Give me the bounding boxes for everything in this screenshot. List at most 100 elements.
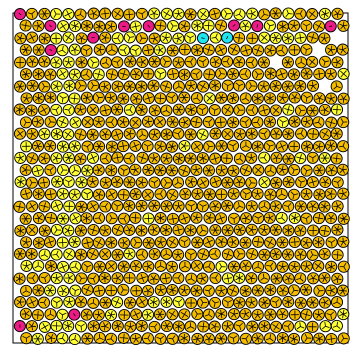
- gold-particle: [143, 93, 154, 104]
- yellow-particle: [198, 9, 209, 20]
- gold-particle: [179, 333, 190, 344]
- gold-particle: [130, 117, 141, 128]
- gold-particle: [154, 116, 165, 127]
- gold-particle: [216, 92, 227, 103]
- gold-particle: [338, 213, 349, 224]
- gold-particle: [222, 56, 233, 67]
- gold-particle: [45, 116, 56, 127]
- gold-particle: [15, 57, 26, 68]
- gold-particle: [180, 188, 191, 199]
- gold-particle: [209, 248, 220, 259]
- gold-particle: [314, 165, 325, 176]
- gold-particle: [222, 249, 233, 260]
- yellow-particle: [63, 9, 74, 20]
- yellow-particle: [88, 57, 99, 68]
- gold-particle: [136, 200, 147, 211]
- gold-particle: [106, 333, 117, 344]
- gold-particle: [319, 33, 330, 44]
- gold-particle: [81, 92, 92, 103]
- gold-particle: [167, 45, 178, 56]
- gold-particle: [160, 273, 171, 284]
- gold-particle: [87, 176, 98, 187]
- gold-particle: [155, 237, 166, 248]
- yellow-particle: [204, 93, 215, 104]
- gold-particle: [197, 273, 208, 284]
- gold-particle: [326, 117, 337, 128]
- yellow-particle: [64, 80, 75, 91]
- yellow-particle: [51, 200, 62, 211]
- gold-particle: [204, 212, 215, 223]
- gold-particle: [155, 165, 166, 176]
- magenta-particle: [45, 45, 56, 56]
- yellow-particle: [130, 45, 141, 56]
- gold-particle: [296, 128, 307, 139]
- gold-particle: [124, 177, 135, 188]
- yellow-particle: [51, 81, 62, 92]
- yellow-particle: [155, 68, 166, 79]
- gold-particle: [301, 284, 312, 295]
- gold-particle: [26, 177, 37, 188]
- gold-particle: [277, 164, 288, 175]
- gold-particle: [271, 273, 282, 284]
- gold-particle: [289, 116, 300, 127]
- gold-particle: [259, 297, 270, 308]
- gold-particle: [136, 33, 147, 44]
- gold-particle: [338, 93, 349, 104]
- gold-particle: [271, 177, 282, 188]
- gold-particle: [173, 128, 184, 139]
- gold-particle: [100, 105, 111, 116]
- gold-particle: [288, 333, 299, 344]
- gold-particle: [32, 309, 43, 320]
- gold-particle: [26, 248, 37, 259]
- gold-particle: [240, 260, 251, 271]
- gold-particle: [124, 224, 135, 235]
- gold-particle: [179, 309, 190, 320]
- yellow-particle: [64, 296, 75, 307]
- gold-particle: [234, 201, 245, 212]
- gold-particle: [143, 164, 154, 175]
- gold-particle: [216, 189, 227, 200]
- gold-particle: [149, 248, 160, 259]
- gold-particle: [240, 117, 251, 128]
- gold-particle: [39, 201, 50, 212]
- gold-particle: [210, 225, 221, 236]
- gold-particle: [136, 177, 147, 188]
- gold-particle: [179, 236, 190, 247]
- gold-particle: [173, 153, 184, 164]
- gold-particle: [319, 272, 330, 283]
- gold-particle: [191, 164, 202, 175]
- gold-particle: [143, 285, 154, 296]
- yellow-particle: [148, 297, 159, 308]
- gold-particle: [179, 285, 190, 296]
- gold-particle: [124, 272, 135, 283]
- gold-particle: [93, 164, 104, 175]
- gold-particle: [100, 225, 111, 236]
- yellow-particle: [124, 32, 135, 43]
- gold-particle: [319, 225, 330, 236]
- gold-particle: [88, 273, 99, 284]
- gold-particle: [93, 237, 104, 248]
- gold-particle: [185, 56, 196, 67]
- gold-particle: [222, 297, 233, 308]
- gold-particle: [131, 309, 142, 320]
- gold-particle: [326, 44, 337, 55]
- gold-particle: [82, 261, 93, 272]
- gold-particle: [87, 129, 98, 140]
- gold-particle: [197, 104, 208, 115]
- gold-particle: [302, 332, 313, 343]
- gold-particle: [26, 201, 37, 212]
- yellow-particle: [69, 44, 80, 55]
- gold-particle: [289, 261, 300, 272]
- gold-particle: [149, 200, 160, 211]
- gold-particle: [81, 20, 92, 31]
- gold-particle: [246, 297, 257, 308]
- gold-particle: [27, 297, 38, 308]
- gold-particle: [307, 56, 318, 67]
- gold-particle: [94, 21, 105, 32]
- gold-particle: [270, 249, 281, 260]
- gold-particle: [326, 165, 337, 176]
- gold-particle: [326, 285, 337, 296]
- gold-particle: [100, 321, 111, 332]
- gold-particle: [234, 224, 245, 235]
- gold-particle: [301, 309, 312, 320]
